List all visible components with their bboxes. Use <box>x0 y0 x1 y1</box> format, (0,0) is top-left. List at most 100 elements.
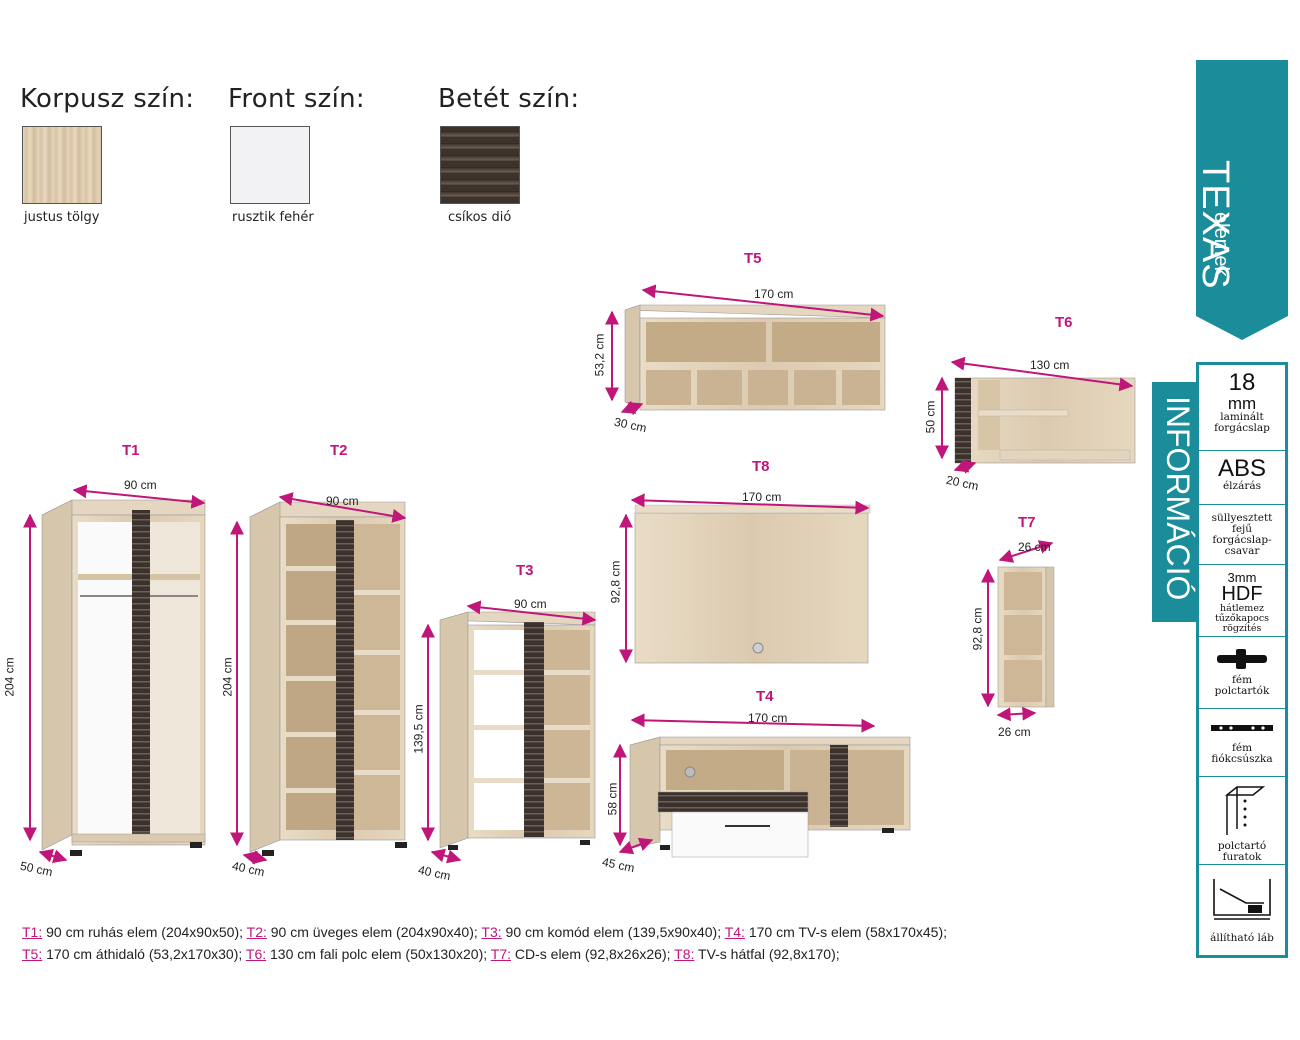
info-small: fiókcsúszka <box>1211 753 1273 765</box>
info-small: laminált <box>1220 411 1264 423</box>
shelf-support-icon <box>1217 649 1267 669</box>
info-mid: 3mm <box>1227 570 1257 585</box>
legend-line-1: T1: 90 cm ruhás elem (204x90x50); T2: 90… <box>22 924 947 940</box>
unit-t3 <box>439 611 596 850</box>
info-small: polctartók <box>1214 685 1270 697</box>
swatch-title: Front szín: <box>228 84 365 114</box>
info-mid: mm <box>1227 394 1257 413</box>
info-small: hátlemez <box>1220 603 1264 614</box>
dim-t1-height: 204 cm <box>2 657 17 697</box>
info-small: tűzőkapocs <box>1214 613 1270 624</box>
dim-t6-height: 50 cm <box>923 400 938 434</box>
dim-t4-height: 58 cm <box>605 782 620 816</box>
info-small: fém <box>1231 674 1253 686</box>
legend-code: T6: <box>245 946 267 962</box>
swatch-label: justus tölgy <box>24 210 100 225</box>
unit-t1 <box>41 499 206 856</box>
info-small: süllyesztett <box>1211 512 1273 524</box>
dim-t2-width: 90 cm <box>326 494 359 508</box>
dim-t7-depth: 26 cm <box>998 725 1031 739</box>
info-small: polctartó <box>1217 840 1267 852</box>
drawer-slide-icon <box>1211 725 1273 731</box>
label-t6: T6 <box>1055 314 1073 331</box>
swatch-korpusz: Korpusz szín: justus tölgy <box>20 84 195 225</box>
label-t1: T1 <box>122 442 140 459</box>
unit-t5 <box>624 304 886 411</box>
legend-text: TV-s hátfal (92,8x170); <box>694 946 840 962</box>
legend-text: 130 cm fali polc elem (50x130x20); <box>266 946 491 962</box>
info-small: fém <box>1231 742 1253 754</box>
info-heading: INFORMÁCIÓ <box>1160 396 1196 601</box>
legend-text: 170 cm TV-s elem (58x170x45); <box>744 924 948 940</box>
unit-t6 <box>954 377 1136 464</box>
label-t5: T5 <box>744 250 762 267</box>
legend-code: T8: <box>674 946 695 962</box>
legend-code: T7: <box>490 946 511 962</box>
info-small: rögzítés <box>1222 623 1262 634</box>
adjustable-leg-icon <box>1213 879 1271 920</box>
unit-t8 <box>634 504 871 664</box>
info-small: állítható láb <box>1210 932 1274 944</box>
info-item-leg: állítható láb <box>1199 867 1285 953</box>
info-item-drawer-slide: fém fiókcsúszka <box>1199 711 1285 777</box>
series-subtitle: elemek <box>1210 212 1232 277</box>
legend-code: T2: <box>246 924 267 940</box>
unit-t4 <box>629 736 911 858</box>
dim-t8-height: 92,8 cm <box>608 560 623 604</box>
shelf-holes-icon <box>1224 786 1266 835</box>
dim-t7-width: 26 cm <box>1018 540 1051 554</box>
dim-t4-width: 170 cm <box>748 711 788 725</box>
legend-text: 90 cm ruhás elem (204x90x50); <box>42 924 247 940</box>
dim-t5-height: 53,2 cm <box>592 333 607 377</box>
label-t2: T2 <box>330 442 348 459</box>
info-tab <box>1152 382 1196 622</box>
dim-t1-width: 90 cm <box>124 478 157 492</box>
swatch-label: csíkos dió <box>448 210 512 225</box>
swatch-title: Betét szín: <box>438 84 580 114</box>
info-big: HDF <box>1221 583 1263 605</box>
swatch-title: Korpusz szín: <box>20 84 195 114</box>
info-item-chipboard: 18 mm laminált forgácslap <box>1199 371 1285 451</box>
dim-t5-width: 170 cm <box>754 287 794 301</box>
info-item-holes: polctartó furatok <box>1199 779 1285 865</box>
info-item-shelf-support: fém polctartók <box>1199 639 1285 709</box>
legend-text: 90 cm komód elem (139,5x90x40); <box>501 924 725 940</box>
dimension-lines <box>23 284 1134 865</box>
info-big: 18 <box>1228 369 1256 396</box>
unit-t2 <box>249 501 407 856</box>
legend-code: T3: <box>481 924 502 940</box>
legend-text: CD-s elem (92,8x26x26); <box>511 946 675 962</box>
swatch-betet: Betét szín: csíkos dió <box>438 84 580 225</box>
info-small: fejű <box>1231 523 1253 535</box>
swatch-sample <box>22 126 102 204</box>
info-big: ABS <box>1217 455 1267 482</box>
dim-t3-width: 90 cm <box>514 597 547 611</box>
dim-t8-width: 170 cm <box>742 490 782 504</box>
legend-text: 90 cm üveges elem (204x90x40); <box>266 924 482 940</box>
label-t7: T7 <box>1018 514 1036 531</box>
legend-code: T5: <box>22 946 43 962</box>
swatch-front: Front szín: rusztik fehér <box>228 84 365 225</box>
label-t4: T4 <box>756 688 774 705</box>
info-small: csavar <box>1224 545 1260 557</box>
legend-code: T4: <box>724 924 745 940</box>
info-item-screw: süllyesztett fejű forgácslap- csavar <box>1199 507 1285 565</box>
title-banner <box>1196 60 1288 340</box>
legend-line-2: T5: 170 cm áthidaló (53,2x170x30); T6: 1… <box>22 946 840 962</box>
swatch-sample <box>230 126 310 204</box>
dim-t6-width: 130 cm <box>1030 358 1070 372</box>
info-small: forgácslap- <box>1212 534 1272 546</box>
legend-text: 170 cm áthidaló (53,2x170x30); <box>42 946 246 962</box>
legend-code: T1: <box>22 924 43 940</box>
swatch-label: rusztik fehér <box>232 210 314 225</box>
info-item-hdf: 3mm HDF hátlemez tűzőkapocs rögzítés <box>1199 567 1285 637</box>
unit-t7 <box>997 566 1055 708</box>
dim-t2-height: 204 cm <box>220 657 235 697</box>
info-small: élzárás <box>1222 480 1262 492</box>
label-t3: T3 <box>516 562 534 579</box>
info-small: forgácslap <box>1214 422 1270 434</box>
label-t8: T8 <box>752 458 770 475</box>
dim-t7-height: 92,8 cm <box>970 607 985 651</box>
info-small: furatok <box>1222 851 1262 863</box>
